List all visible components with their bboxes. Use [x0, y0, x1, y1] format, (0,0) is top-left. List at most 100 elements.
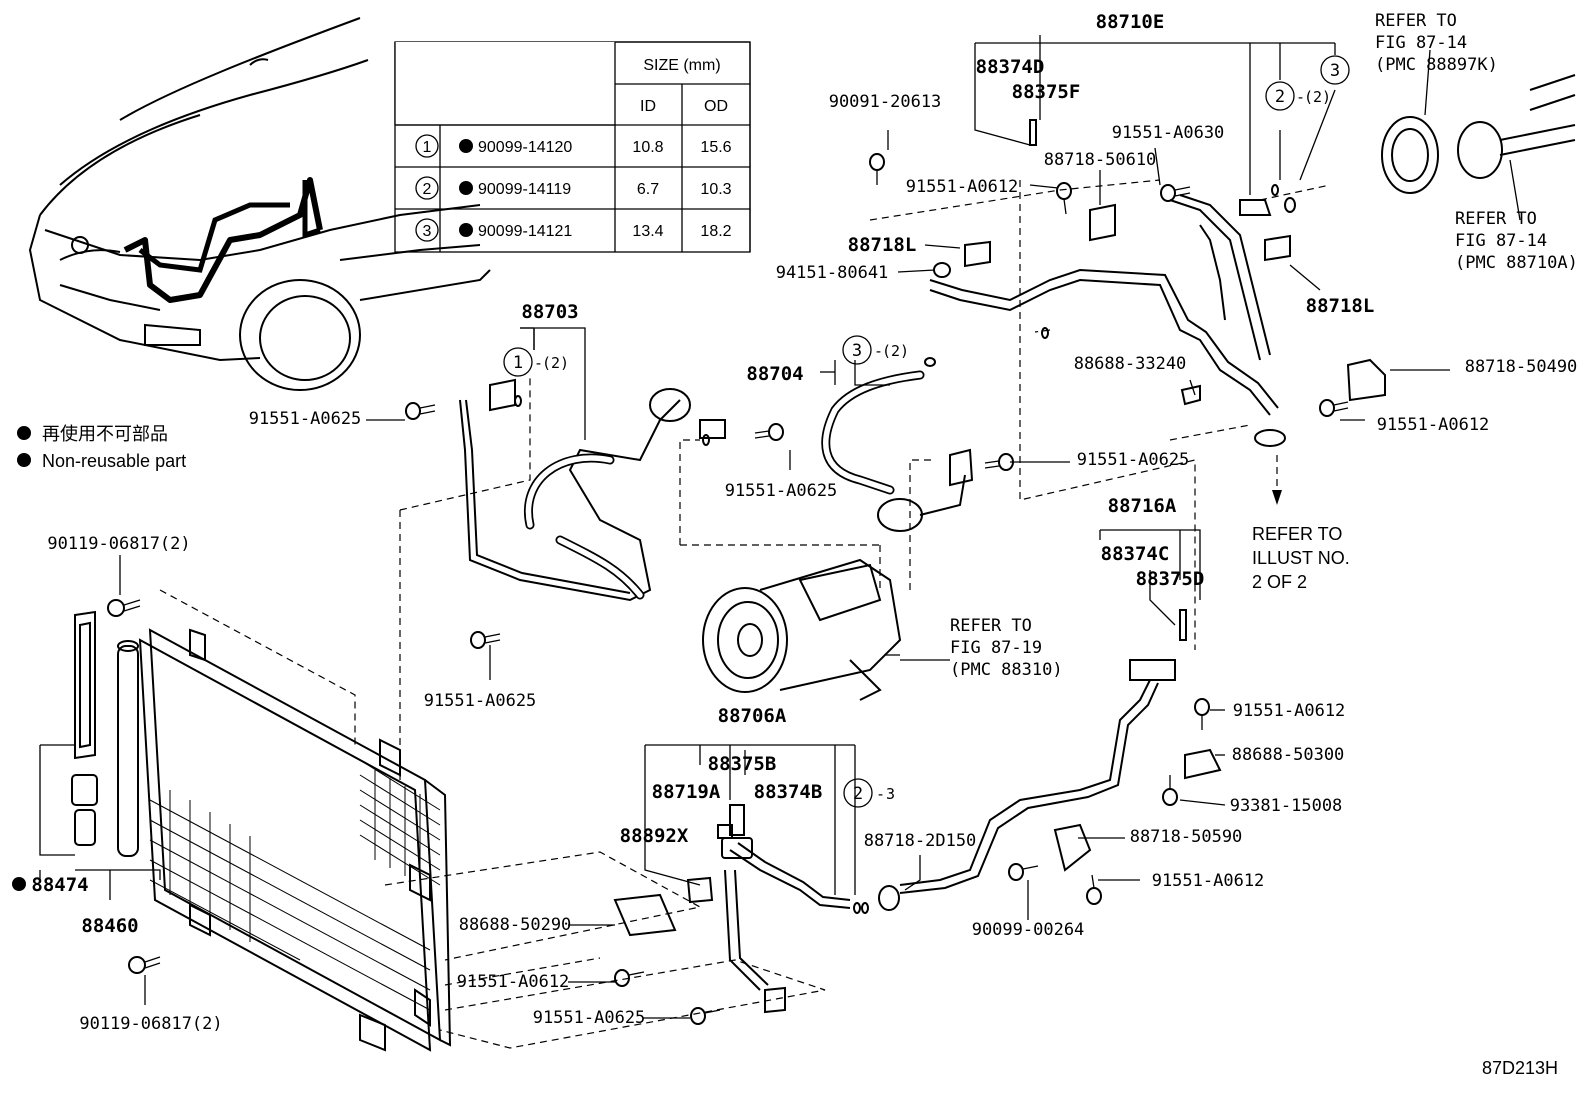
callout-num: 3: [1330, 61, 1340, 81]
callouts: 3 2 - (2) 1 - (2) 3 - (2) 2 - 3: [503, 55, 1350, 808]
table-row-part: 90099-14120: [478, 139, 572, 156]
circle-1-icon: [415, 134, 439, 158]
fasteners: [405, 119, 1386, 1025]
ref-87-14-b-line2: FIG 87-14: [1455, 231, 1547, 251]
label-88375B: 88375B: [708, 753, 777, 775]
label-91551-A0625: 91551-A0625: [533, 1008, 646, 1028]
label-90099-00264: 90099-00264: [972, 920, 1085, 940]
label-91551-A0625: 91551-A0625: [725, 481, 838, 501]
table-row-od: 18.2: [700, 223, 731, 240]
label-91551-A0630: 91551-A0630: [1112, 123, 1225, 143]
circle-1-icon: [503, 347, 533, 377]
callout-qty: (2): [542, 354, 569, 372]
callout-qty: (2): [1304, 88, 1331, 106]
ref-87-14-b-line3: (PMC 88710A): [1455, 253, 1578, 273]
non-reusable-dot-icon: [459, 223, 473, 237]
callout-num: 2: [853, 784, 863, 804]
table-header-id: ID: [640, 98, 656, 115]
label-90119-06817: 90119-06817(2): [79, 1014, 222, 1034]
label-91551-A0612: 91551-A0612: [457, 972, 570, 992]
label-88710E: 88710E: [1096, 11, 1165, 33]
table-row-part: 90099-14119: [478, 181, 571, 198]
label-91551-A0625: 91551-A0625: [1077, 450, 1190, 470]
label-88718-50610: 88718-50610: [1044, 150, 1157, 170]
hose-size-table: SIZE (mm) ID OD 1 90099-14120 10.8 15.6 …: [394, 41, 751, 253]
non-reusable-dot-icon: [459, 139, 473, 153]
compressor: [702, 558, 902, 701]
non-reusable-dot-icon: [17, 453, 31, 467]
callout-num: 3: [852, 341, 862, 361]
label-88706A: 88706A: [718, 705, 787, 727]
pipes-and-hoses: [459, 74, 1576, 991]
non-reusable-dot-icon: [12, 877, 26, 891]
ref-87-14-a-line2: FIG 87-14: [1375, 33, 1467, 53]
circle-2-icon: [415, 176, 439, 200]
label-88704: 88704: [746, 363, 803, 385]
label-88375F: 88375F: [1012, 81, 1081, 103]
table-row-id: 10.8: [632, 139, 663, 156]
table-row-od: 15.6: [700, 139, 731, 156]
label-88703: 88703: [521, 301, 578, 323]
label-88892X: 88892X: [620, 825, 689, 847]
label-88688-50300: 88688-50300: [1232, 745, 1345, 765]
dashed-guides: [159, 179, 1331, 1049]
label-88718-50590: 88718-50590: [1130, 827, 1243, 847]
callout-dash: -: [1296, 88, 1305, 106]
table-header-size: SIZE (mm): [643, 57, 720, 74]
refer-notes: REFER TO FIG 87-14 (PMC 88897K) REFER TO…: [950, 11, 1578, 680]
label-91551-A0612: 91551-A0612: [1233, 701, 1346, 721]
label-91551-A0625: 91551-A0625: [424, 691, 537, 711]
non-reusable-dot-icon: [459, 181, 473, 195]
label-93381-15008: 93381-15008: [1230, 796, 1343, 816]
label-88474: 88474: [31, 874, 88, 896]
label-88375D: 88375D: [1136, 568, 1205, 590]
label-88374D: 88374D: [976, 56, 1045, 78]
label-91551-A0612: 91551-A0612: [1377, 415, 1490, 435]
label-88718-2D150: 88718-2D150: [864, 831, 977, 851]
ref-illust-line2: ILLUST NO.: [1252, 548, 1350, 568]
condenser-88460: [71, 599, 452, 1052]
table-row-id: 6.7: [637, 181, 659, 198]
non-reusable-dot-icon: [17, 426, 31, 440]
callout-dash: -: [874, 342, 883, 360]
callout-qty: 3: [886, 785, 895, 803]
ref-87-19-line2: FIG 87-19: [950, 638, 1042, 658]
leader-lines: [39, 35, 1521, 1019]
circle-3-icon: [1320, 55, 1350, 85]
part-labels: 88710E 88374D 88375F 90091-20613 91551-A…: [12, 11, 1577, 1034]
label-88719A: 88719A: [652, 781, 721, 803]
label-94151-80641: 94151-80641: [776, 263, 889, 283]
car-front-illustration: [28, 17, 491, 391]
legend-en: Non-reusable part: [42, 451, 186, 471]
table-row-od: 10.3: [700, 181, 731, 198]
label-88718L: 88718L: [1306, 295, 1375, 317]
circle-2-icon: [843, 778, 873, 808]
label-91551-A0612: 91551-A0612: [906, 177, 1019, 197]
table-header-od: OD: [704, 98, 728, 115]
label-88374B: 88374B: [754, 781, 823, 803]
label-88374C: 88374C: [1101, 543, 1170, 565]
ref-87-14-a-line3: (PMC 88897K): [1375, 55, 1498, 75]
table-row-num: 1: [423, 139, 432, 156]
legend-jp: 再使用不可部品: [42, 424, 168, 444]
circle-2-icon: [1265, 81, 1295, 111]
callout-dash: -: [534, 354, 543, 372]
label-88688-50290: 88688-50290: [459, 915, 572, 935]
callout-dash: -: [876, 785, 885, 803]
circle-3-icon: [842, 335, 872, 365]
legend: 再使用不可部品 Non-reusable part: [17, 424, 186, 471]
label-90091-20613: 90091-20613: [829, 92, 942, 112]
circle-3-icon: [415, 218, 439, 242]
ref-87-19-line1: REFER TO: [950, 616, 1032, 636]
arrow-down-icon: [1272, 490, 1282, 505]
label-91551-A0625: 91551-A0625: [249, 409, 362, 429]
label-88716A: 88716A: [1108, 495, 1177, 517]
ref-87-19-line3: (PMC 88310): [950, 660, 1063, 680]
callout-qty: (2): [882, 342, 909, 360]
label-88718-50490: 88718-50490: [1465, 357, 1578, 377]
label-91551-A0612: 91551-A0612: [1152, 871, 1265, 891]
label-88460: 88460: [81, 915, 138, 937]
table-row-num: 3: [423, 223, 432, 240]
callout-num: 2: [1275, 87, 1285, 107]
table-row-id: 13.4: [632, 223, 663, 240]
